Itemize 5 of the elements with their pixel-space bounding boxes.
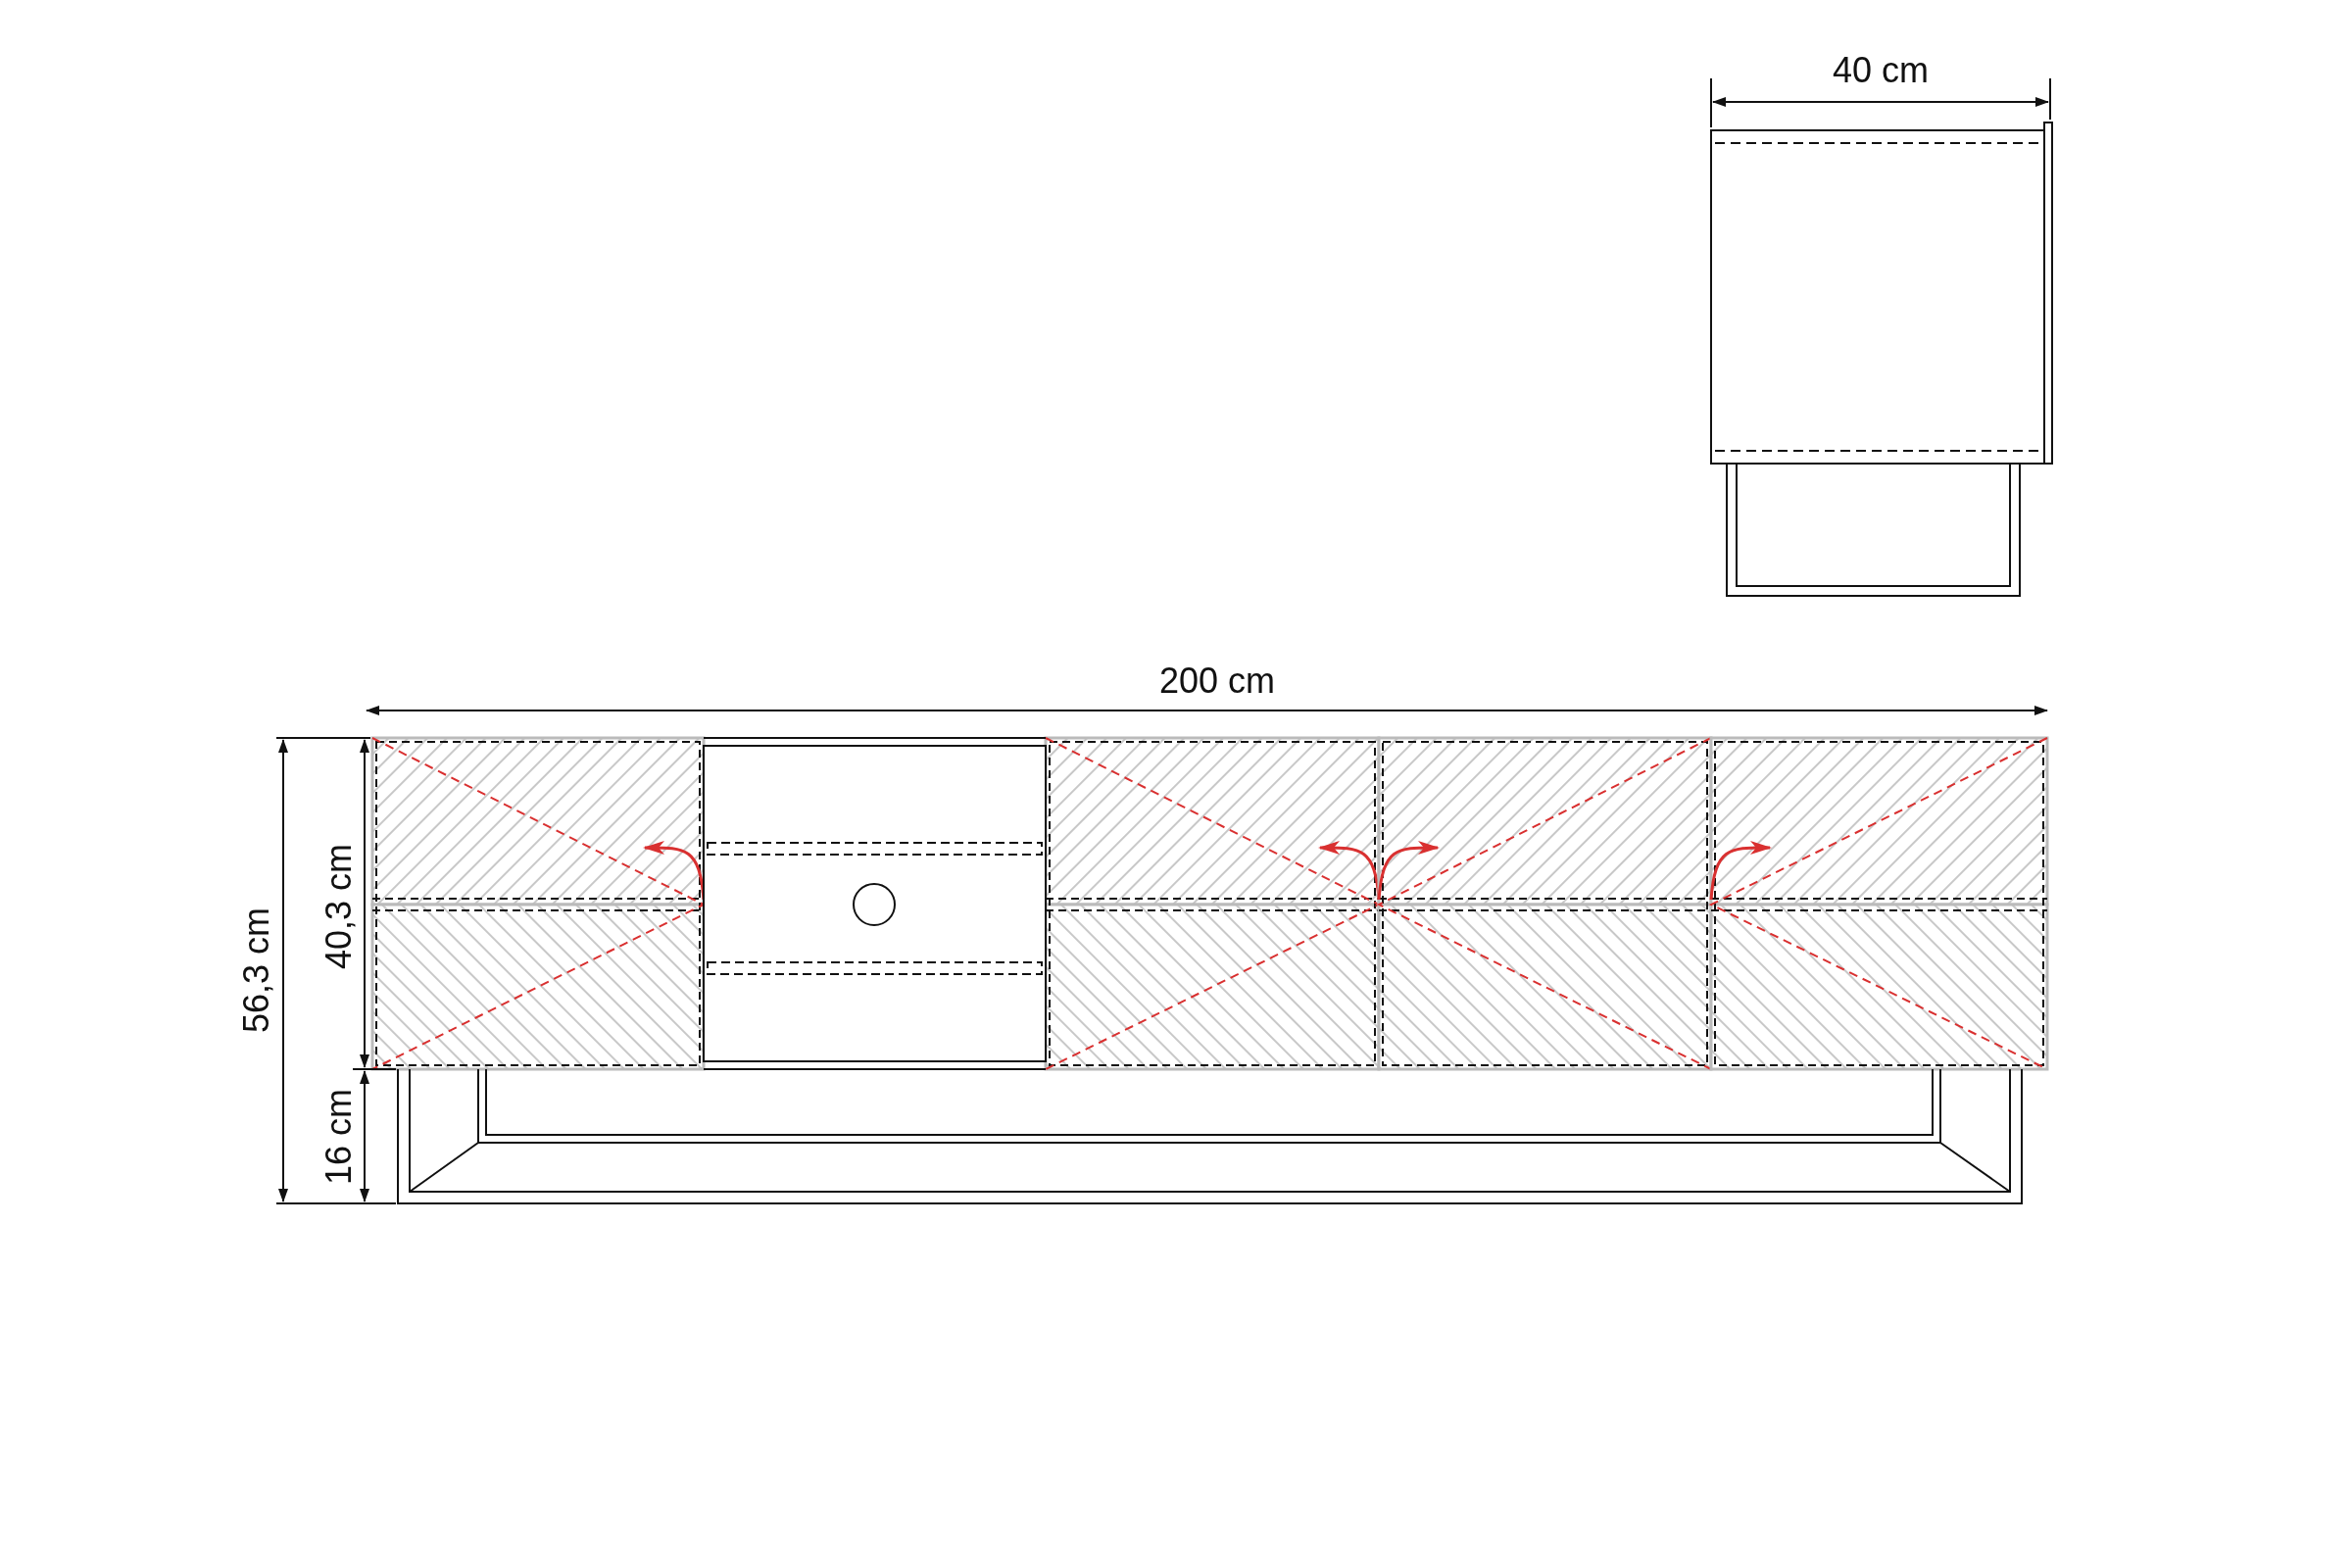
dimension-label: 40 cm [1833,53,1930,88]
dimension-label: 56,3 cm [239,906,275,1034]
dimension-label: 200 cm [1159,663,1276,699]
dimension-label: 40,3 cm [321,843,358,970]
dimension-label: 16 cm [321,1089,357,1185]
